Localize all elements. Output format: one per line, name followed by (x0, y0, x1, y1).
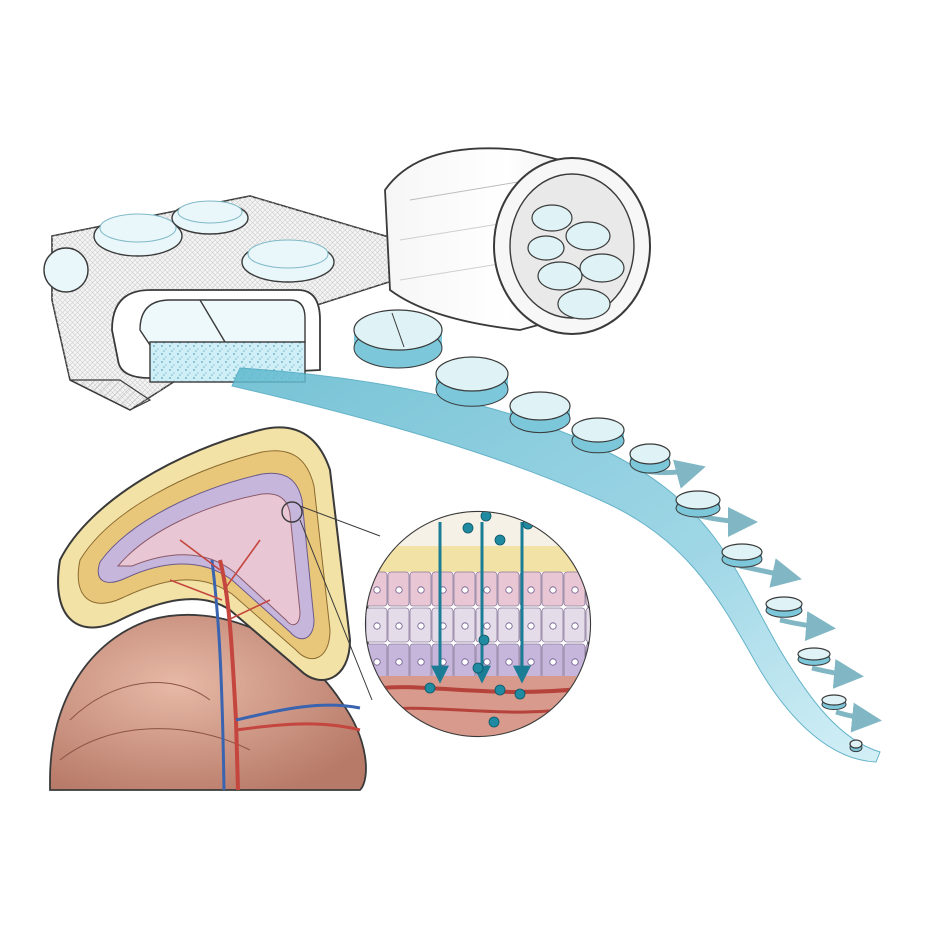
epithelial-cell (431, 571, 454, 607)
dissolving-tablet (571, 417, 625, 454)
pill-bottle (384, 147, 651, 335)
dissolving-tablet (797, 647, 831, 666)
blister-bubble (93, 213, 183, 257)
epithelial-cell (453, 643, 476, 679)
epithelial-cell (497, 607, 520, 643)
epithelial-cell (366, 571, 388, 607)
zoom-source-marker (281, 501, 303, 523)
epithelial-cell (366, 607, 388, 643)
blister-bubble (171, 200, 249, 235)
epithelial-cell (541, 643, 564, 679)
epithelial-cell (387, 571, 410, 607)
release-stream (231, 309, 882, 763)
epithelial-cell (541, 607, 564, 643)
drug-particle (488, 716, 500, 728)
drug-particle (494, 684, 506, 696)
dissolving-tablet (435, 356, 509, 407)
drug-particle (522, 518, 534, 530)
release-arrow (699, 506, 758, 537)
dissolving-tablet (721, 543, 763, 568)
epithelial-cell (475, 571, 498, 607)
epithelial-cell (387, 607, 410, 643)
epithelial-cell (431, 607, 454, 643)
release-arrow (739, 558, 802, 588)
dissolving-tablet (849, 739, 863, 753)
drug-particle (505, 501, 515, 511)
magnified-epithelium (364, 501, 592, 738)
epithelial-cell (497, 643, 520, 679)
drug-particle (480, 512, 492, 522)
epithelial-cell (585, 571, 590, 607)
drug-particle (462, 522, 474, 534)
drug-particle (424, 682, 436, 694)
tissue-cross-section (49, 426, 381, 791)
dissolving-tablet (353, 309, 443, 369)
epithelial-cell (519, 607, 542, 643)
epithelial-cell (409, 571, 432, 607)
epithelial-cell (453, 571, 476, 607)
release-arrow (779, 611, 836, 642)
bottle-tablets (527, 204, 625, 320)
blister-bubble (241, 239, 335, 283)
epithelial-cell (497, 571, 520, 607)
epithelial-cell (387, 643, 410, 679)
release-arrow (811, 658, 864, 689)
epithelial-cell (563, 643, 586, 679)
epithelial-cell (453, 607, 476, 643)
blister-pack (43, 195, 422, 411)
dissolving-tablet (509, 391, 571, 434)
dissolving-tablet (675, 490, 721, 518)
epithelial-cell (519, 571, 542, 607)
epithelial-cell-grid (366, 571, 590, 679)
epithelial-cell (409, 607, 432, 643)
blister-bubble (43, 247, 89, 293)
epithelial-cell (585, 643, 590, 679)
dissolving-tablet-sequence (353, 309, 863, 753)
epithelial-cell (563, 571, 586, 607)
vascular-network (169, 539, 361, 791)
dissolving-tablet (765, 596, 803, 618)
drug-particle (494, 534, 506, 546)
release-arrow (835, 702, 882, 733)
absorption-arrows (431, 522, 531, 684)
epithelial-cell (585, 607, 590, 643)
dissolving-tablet (629, 443, 671, 474)
dissolving-tablet (821, 694, 847, 710)
epithelial-cell (563, 607, 586, 643)
epithelial-cell (431, 643, 454, 679)
drug-particle (438, 512, 450, 516)
drug-particle (514, 688, 526, 700)
lens-outer-layer (366, 546, 590, 572)
epithelial-cell (409, 643, 432, 679)
cutaway-pocket (111, 289, 321, 383)
split-tablet-top (139, 299, 306, 346)
drug-particle (472, 662, 484, 674)
epithelial-cell (541, 571, 564, 607)
drug-particle (478, 634, 490, 646)
